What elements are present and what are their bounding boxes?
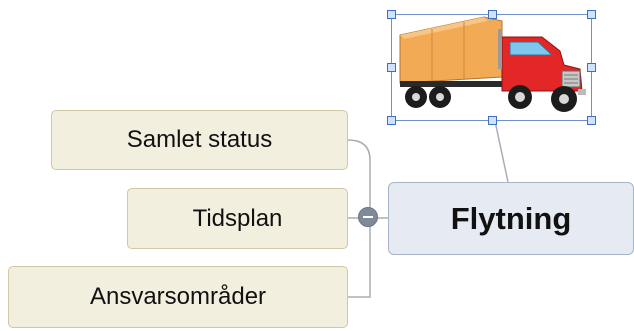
resize-handle-right[interactable] [587,63,596,72]
subtopic-label: Tidsplan [192,204,283,232]
resize-handle-bottom[interactable] [488,116,497,125]
resize-handle-top-right[interactable] [587,10,596,19]
central-topic[interactable]: Flytning [388,182,634,255]
resize-handle-top-left[interactable] [387,10,396,19]
subtopic-tidsplan[interactable]: Tidsplan [127,188,348,249]
truck-icon [399,16,586,112]
resize-handle-bottom-left[interactable] [387,116,396,125]
resize-handle-left[interactable] [387,63,396,72]
subtopic-samlet-status[interactable]: Samlet status [51,110,348,170]
resize-handle-bottom-right[interactable] [587,116,596,125]
subtopic-ansvarsomrader[interactable]: Ansvarsområder [8,266,348,328]
subtopic-label: Samlet status [126,126,273,153]
resize-handle-top[interactable] [488,10,497,19]
central-topic-label: Flytning [450,200,572,236]
topic-image[interactable] [387,10,596,125]
collapse-toggle-icon[interactable] [358,207,378,227]
subtopic-label: Ansvarsområder [89,283,267,310]
